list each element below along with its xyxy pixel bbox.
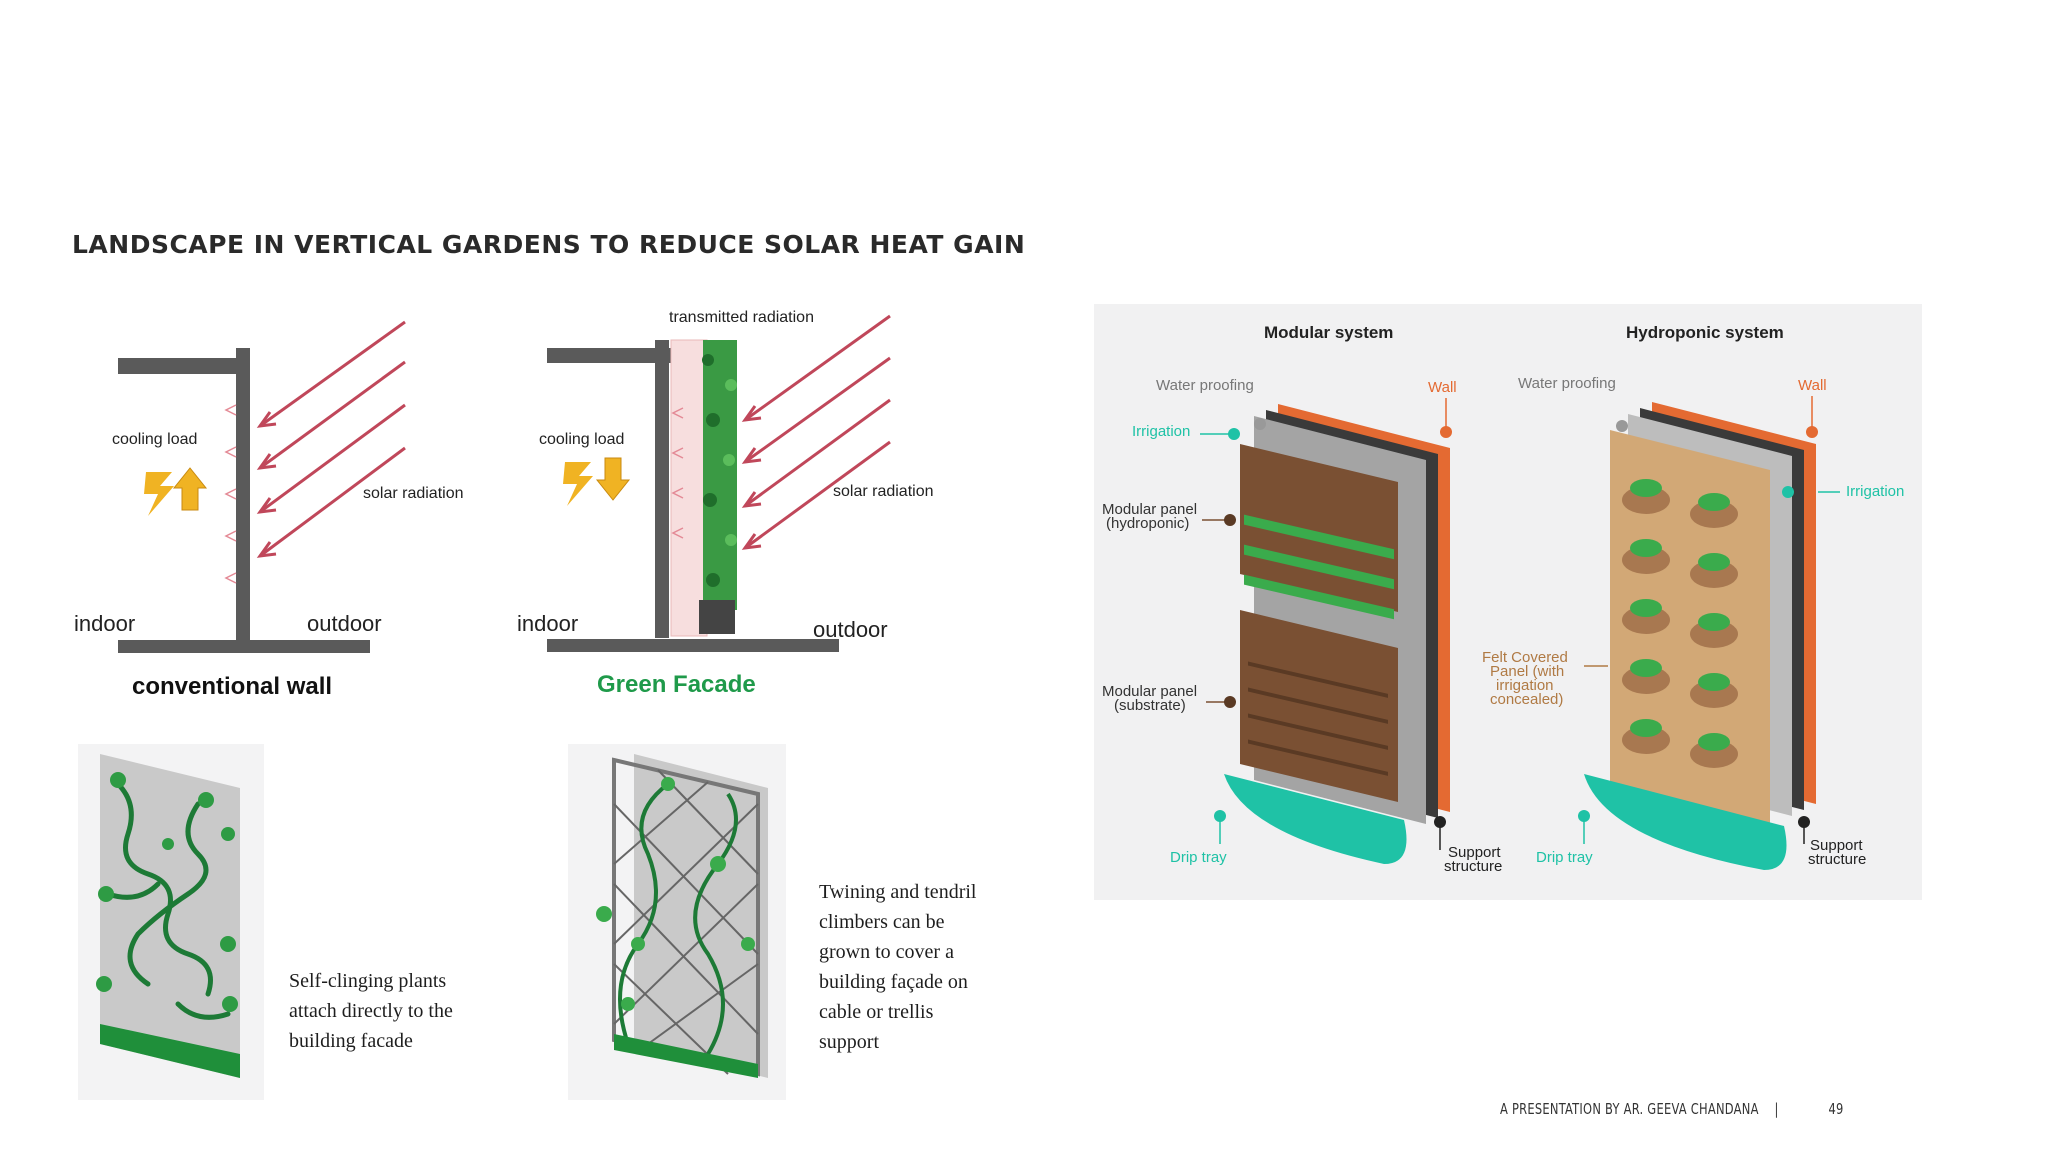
wall-column: [236, 348, 250, 646]
twining-caption: Twining and tendril climbers can be grow…: [819, 877, 976, 1057]
footer-separator: |: [1774, 1100, 1779, 1118]
irrigation-label: Irrigation: [1846, 483, 1904, 500]
vine-leaves: [596, 777, 755, 1011]
wall-label: Wall: [1798, 377, 1827, 394]
solar-radiation-label: solar radiation: [833, 483, 934, 500]
vertical-garden-systems-diagram: Modular system Water proofing Wall Irrig…: [1094, 304, 1922, 900]
solar-radiation-label: solar radiation: [363, 485, 464, 502]
green-facade-caption: Green Facade: [597, 671, 756, 698]
lightning-icon: [144, 467, 208, 516]
panel-substrate-label: Modular panel(substrate): [1102, 683, 1197, 714]
roof-slab: [118, 358, 250, 374]
outdoor-label: outdoor: [813, 617, 888, 642]
hydroponic-system-title: Hydroponic system: [1626, 323, 1784, 342]
caption-line: grown to cover a: [819, 941, 954, 963]
green-facade-diagram: transmitted radiation cooling load solar…: [517, 309, 934, 698]
caption-line: building facade: [289, 1030, 413, 1052]
modular-system-title: Modular system: [1264, 323, 1393, 342]
water-proofing-label: Water proofing: [1518, 375, 1616, 392]
caption-line: Twining and tendril: [819, 881, 977, 903]
planter-pot: [699, 600, 735, 634]
trellis-climber-illustration: [568, 744, 786, 1100]
cavity: [670, 339, 708, 637]
twining-vines: [618, 782, 738, 1056]
wall-label: Wall: [1428, 379, 1457, 396]
caption-line: cable or trellis: [819, 1001, 934, 1023]
caption-line: Self-clinging plants: [289, 970, 447, 992]
irrigation-label: Irrigation: [1132, 423, 1190, 440]
wall-column: [655, 340, 669, 638]
drip-tray: [1224, 774, 1407, 864]
page-number: 49: [1828, 1100, 1844, 1118]
self-clinging-caption: Self-clinging plants attach directly to …: [289, 966, 453, 1056]
climbing-plant: [702, 340, 737, 610]
outdoor-label: outdoor: [307, 611, 382, 636]
drip-tray-label: Drip tray: [1536, 849, 1593, 866]
indoor-label: indoor: [517, 611, 578, 636]
drip-tray: [1584, 774, 1787, 870]
self-clinging-illustration: [78, 744, 264, 1100]
reflected-heat-marks: [671, 407, 684, 539]
floor-slab: [547, 639, 839, 652]
reflected-heat-marks: [224, 404, 237, 584]
lightning-icon: [563, 457, 631, 506]
transmitted-radiation-label: transmitted radiation: [669, 309, 814, 326]
indoor-label: indoor: [74, 611, 135, 636]
water-proofing-label: Water proofing: [1156, 377, 1254, 394]
solar-radiation-rays: [741, 314, 891, 550]
cooling-load-label: cooling load: [112, 431, 197, 448]
presentation-credit: A PRESENTATION BY AR. GEEVA CHANDANA: [1500, 1100, 1759, 1118]
drip-tray-label: Drip tray: [1170, 849, 1227, 866]
ivy-vines: [105, 781, 231, 1020]
caption-line: attach directly to the: [289, 1000, 453, 1022]
conventional-wall-caption: conventional wall: [132, 673, 332, 700]
substrate-cells: [1248, 661, 1388, 776]
caption-line: building façade on: [819, 971, 968, 993]
pocket-plants: [1630, 479, 1730, 751]
slide-title: LANDSCAPE IN VERTICAL GARDENS TO REDUCE …: [72, 230, 1026, 259]
solar-radiation-rays: [256, 320, 406, 558]
ivy-leaves: [96, 772, 238, 1012]
floor-slab: [118, 640, 370, 653]
conventional-wall-diagram: cooling load solar radiation indoor outd…: [74, 320, 464, 700]
panel-hydroponic-label: Modular panel(hydroponic): [1102, 501, 1197, 532]
cooling-load-label: cooling load: [539, 431, 624, 448]
hydroponic-panel: [1240, 444, 1398, 612]
slide-footer: A PRESENTATION BY AR. GEEVA CHANDANA | 4…: [1500, 1100, 1844, 1118]
grass-tufts: [1244, 514, 1394, 620]
caption-line: climbers can be: [819, 911, 945, 933]
caption-line: support: [819, 1031, 879, 1053]
